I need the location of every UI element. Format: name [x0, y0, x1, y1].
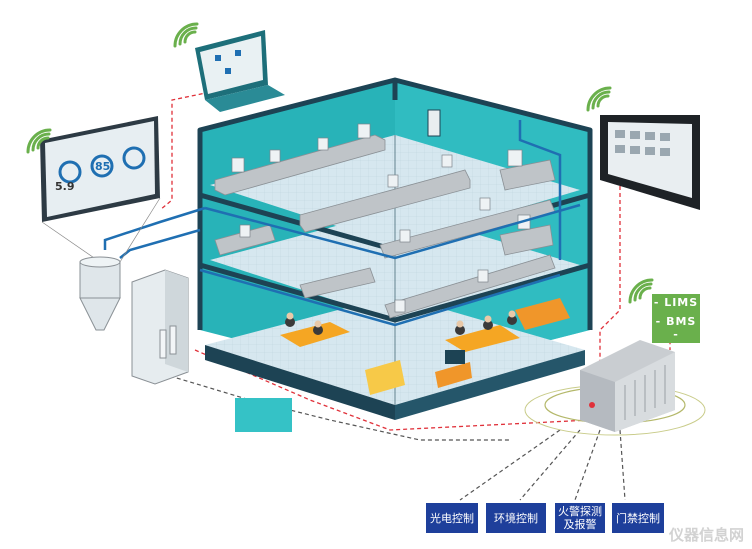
office-area [280, 298, 570, 395]
control-optoelectronic[interactable]: 光电控制 [426, 503, 478, 533]
server-cabinet-icon [524, 340, 706, 436]
tank-icon [79, 256, 121, 331]
wifi-icon [173, 22, 199, 48]
wifi-icon [628, 278, 654, 304]
lab-instruments [231, 123, 531, 313]
lab-cabinet [131, 269, 189, 385]
control-label-line1: 火警探测 [558, 505, 602, 518]
control-label: 光电控制 [430, 511, 474, 525]
bms-label: - BMS - [652, 313, 700, 343]
control-label: 门禁控制 [616, 511, 660, 525]
tablet-icon[interactable] [600, 115, 700, 210]
laptop-icon[interactable] [195, 30, 285, 112]
lab-benches [214, 134, 556, 319]
control-label-line2: 及报警 [563, 518, 597, 531]
control-access[interactable]: 门禁控制 [612, 503, 664, 533]
control-environment[interactable]: 环境控制 [486, 503, 546, 533]
gray-dashed-links [149, 369, 626, 501]
control-label: 环境控制 [494, 511, 538, 525]
floor-display-panel [235, 398, 292, 432]
monitor-projection-lines [41, 197, 161, 263]
wifi-icon [26, 128, 52, 154]
wall-monitor-icon: 5.9 85 [40, 116, 160, 222]
wifi-icon [586, 86, 612, 112]
monitor-value-a: 5.9 [55, 180, 75, 193]
monitor-value-b: 85 [95, 160, 110, 173]
watermark: 仪器信息网 [668, 526, 744, 544]
control-fire-alarm[interactable]: 火警探测 及报警 [555, 503, 605, 533]
